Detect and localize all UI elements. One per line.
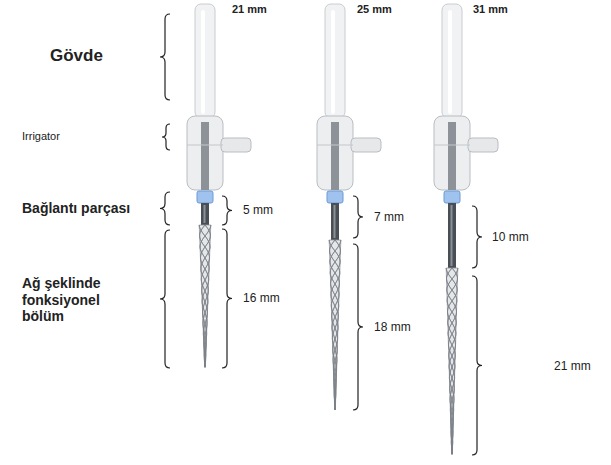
part-name: Bağlantı parçası: [22, 200, 130, 217]
mesh-strand: [329, 240, 340, 410]
connection-shaft: [331, 203, 339, 240]
length-title: 31 mm: [473, 3, 508, 16]
mesh-strand: [447, 268, 458, 454]
body-cylinder: [325, 4, 345, 118]
dimension-brace: [222, 229, 232, 368]
dimension-brace: [353, 244, 363, 410]
mesh-outline: [329, 240, 341, 410]
mesh-strand: [447, 268, 458, 454]
length-title: 25 mm: [357, 3, 392, 16]
irrigator-tube: [468, 138, 498, 152]
mesh-strand: [199, 225, 210, 367]
functional-brace: [160, 230, 170, 368]
blue-ring: [444, 191, 460, 203]
irrigator-tube: [351, 138, 381, 152]
length-title: 21 mm: [232, 3, 267, 16]
part-name: Ağ şeklinde fonksiyonel bölüm: [22, 275, 132, 325]
part-name: Irrigator: [22, 130, 60, 143]
mesh-strand: [447, 268, 457, 454]
irrigator-hub: [434, 116, 470, 190]
hub-core: [448, 122, 456, 190]
body-highlight: [201, 10, 205, 114]
dimension: 5 mm: [243, 203, 273, 217]
mesh-strand: [330, 240, 341, 410]
mesh-strand: [200, 225, 211, 367]
dimension-brace: [222, 196, 232, 225]
file-instrument: [187, 4, 251, 368]
mesh-strand: [446, 268, 457, 454]
irrigator-hub: [317, 116, 353, 190]
mesh-strand: [329, 240, 340, 410]
blue-ring: [197, 191, 213, 203]
mesh-outline: [199, 225, 211, 368]
mesh-strand: [200, 225, 210, 367]
mesh-strand: [199, 225, 210, 367]
mesh-strand: [200, 225, 210, 367]
mesh-strand: [201, 225, 211, 367]
body-cylinder: [195, 4, 215, 118]
dimension: 18 mm: [374, 320, 411, 334]
mesh-strand: [447, 268, 457, 454]
body-brace: [160, 14, 170, 100]
connection-shaft: [201, 203, 209, 225]
mesh-strand: [201, 225, 211, 367]
body-highlight: [331, 10, 335, 114]
mesh-strand: [200, 225, 211, 367]
dimension-brace: [472, 206, 482, 268]
hub-core: [201, 122, 209, 190]
dimension-brace: [472, 276, 482, 455]
file-instrument: [434, 4, 498, 455]
mesh-strand: [447, 268, 457, 454]
dimension-brace: [353, 196, 363, 238]
dimension: 10 mm: [492, 230, 529, 244]
connector-brace: [160, 192, 170, 225]
body-highlight: [448, 10, 452, 114]
irrigator-hub: [187, 116, 223, 190]
part-name: Gövde: [50, 46, 103, 66]
dimension: 16 mm: [243, 291, 280, 305]
irrigator-tube: [221, 138, 251, 152]
mesh-strand: [447, 268, 457, 454]
connection-shaft: [448, 203, 456, 268]
blue-ring: [327, 191, 343, 203]
irrigator-brace: [162, 124, 170, 150]
file-instrument: [317, 4, 381, 410]
dimension: 21 mm: [554, 359, 591, 373]
mesh-strand: [330, 240, 341, 410]
body-cylinder: [442, 4, 462, 118]
hub-core: [331, 122, 339, 190]
dimension: 7 mm: [374, 210, 404, 224]
mesh-outline: [446, 268, 458, 455]
mesh-strand: [446, 268, 457, 454]
